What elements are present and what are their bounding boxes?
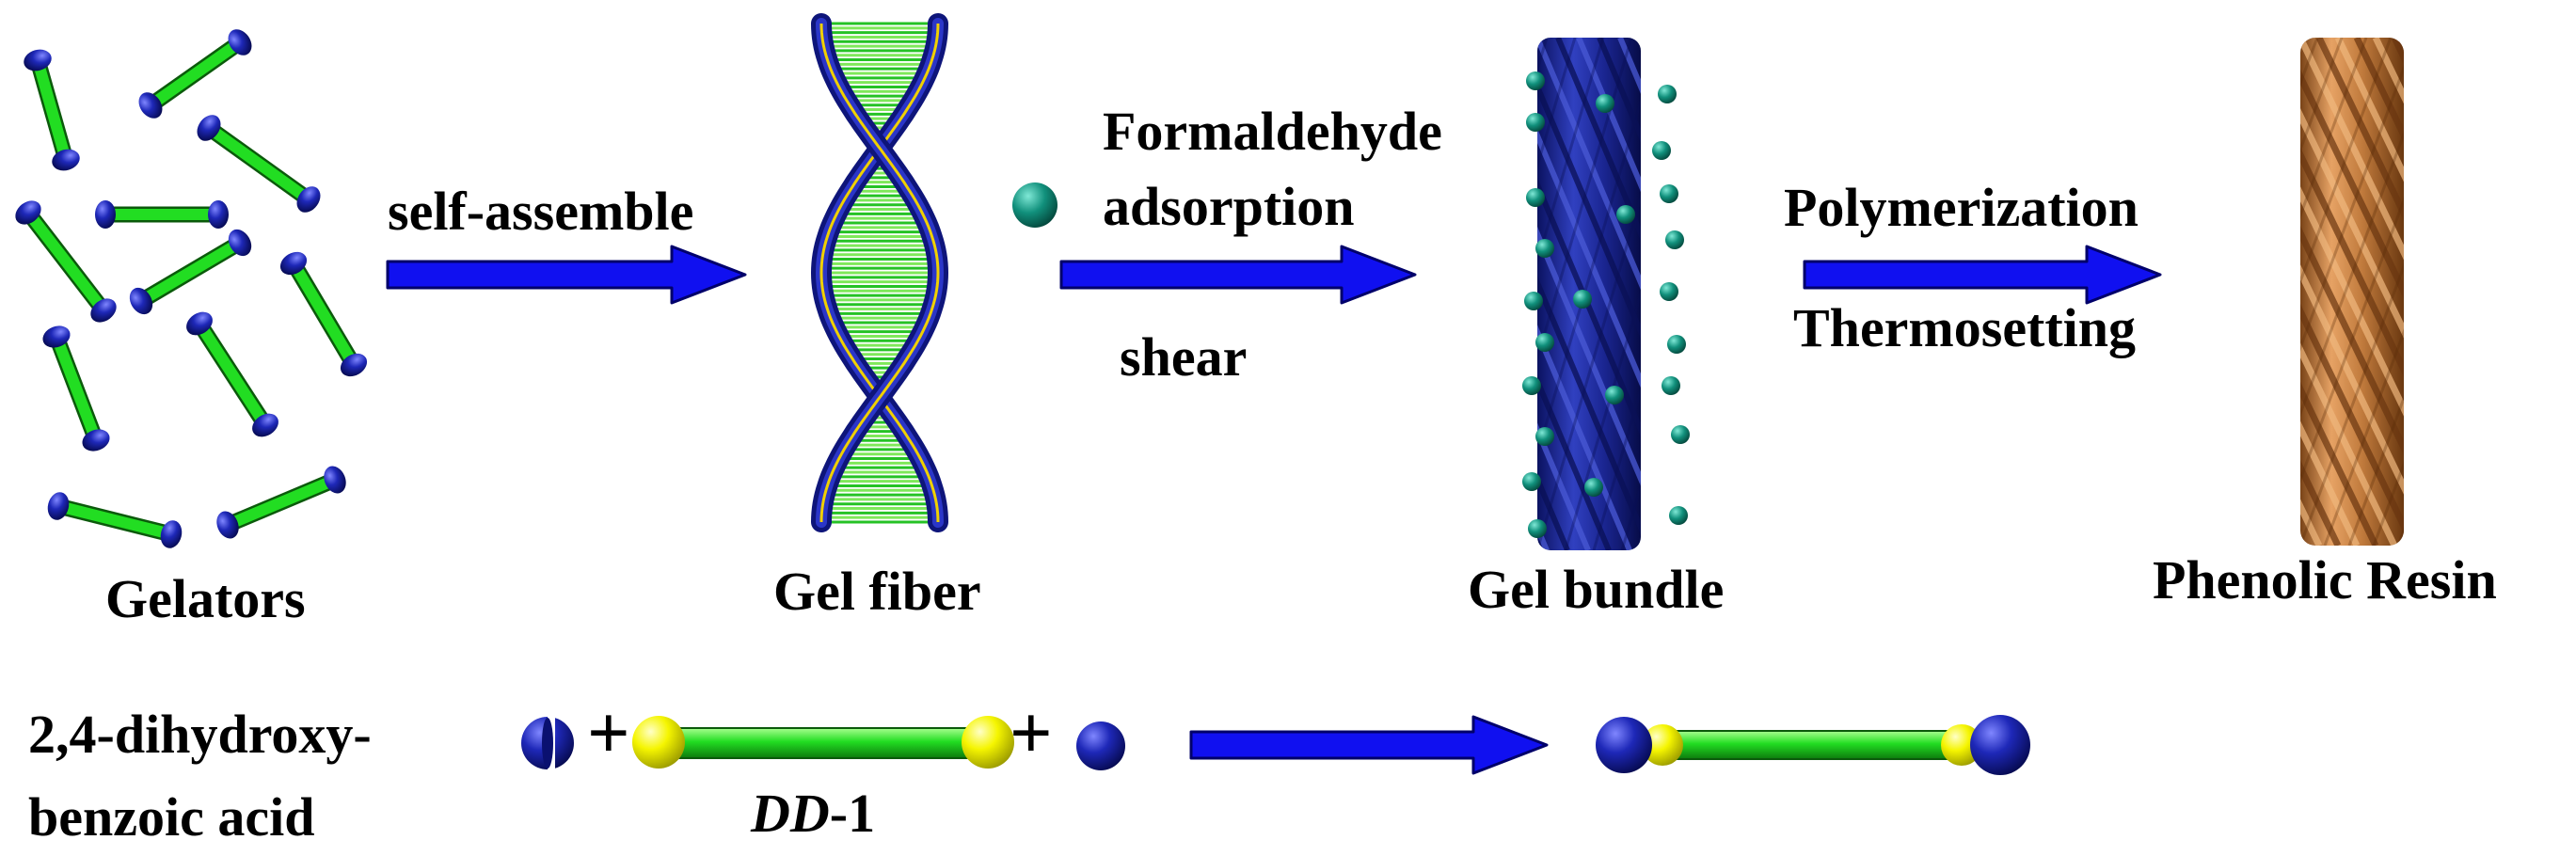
formaldehyde-bead-icon bbox=[1658, 85, 1677, 103]
gelator-rods-group bbox=[15, 29, 368, 548]
gelator-rod-icon bbox=[216, 466, 346, 539]
formaldehyde-bead-icon bbox=[1522, 472, 1541, 491]
gelator-rod-icon bbox=[15, 200, 117, 323]
gelator-rod-icon bbox=[279, 251, 368, 377]
formaldehyde-bead-icon bbox=[1535, 427, 1554, 446]
phenolic-resin-rope-icon bbox=[2300, 38, 2404, 546]
process-arrow-icon bbox=[1059, 245, 1417, 305]
label-reagent-line1: 2,4-dihydroxy- bbox=[28, 704, 372, 765]
formaldehyde-bead-icon bbox=[1526, 188, 1545, 207]
label-gel-bundle: Gel bundle bbox=[1468, 559, 1725, 620]
formaldehyde-bead-icon bbox=[1660, 184, 1678, 203]
gelator-rod-icon bbox=[95, 200, 229, 229]
formaldehyde-bead-icon bbox=[1660, 282, 1678, 301]
product-end-bead-icon bbox=[1970, 715, 2030, 775]
label-formaldehyde: Formaldehyde bbox=[1103, 101, 1442, 162]
formaldehyde-beads-group bbox=[1012, 71, 1690, 538]
formaldehyde-bead-icon bbox=[1535, 239, 1554, 258]
label-gel-fiber: Gel fiber bbox=[773, 561, 981, 622]
gelator-rod-icon bbox=[186, 311, 278, 437]
label-dd1-suffix: -1 bbox=[829, 783, 876, 844]
label-dd1: DD-1 bbox=[751, 786, 875, 841]
label-reagent-line2: benzoic acid bbox=[28, 786, 315, 848]
process-arrows-group bbox=[386, 245, 2162, 775]
label-polymerization: Polymerization bbox=[1784, 177, 2139, 238]
gel-fiber-helix-icon bbox=[810, 13, 949, 532]
formaldehyde-bead-icon bbox=[1528, 519, 1547, 538]
label-shear: shear bbox=[1120, 326, 1248, 388]
gel-bundle-icon bbox=[1537, 38, 1641, 550]
gelator-rod-icon bbox=[47, 492, 183, 548]
gelator-rod-icon bbox=[138, 29, 252, 119]
process-arrow-icon bbox=[1803, 245, 2162, 305]
gelator-rod-icon bbox=[24, 49, 80, 171]
product-cap-icon bbox=[1642, 724, 1683, 766]
process-arrow-icon bbox=[386, 245, 747, 305]
dd1-rod-icon bbox=[658, 727, 989, 759]
process-arrow-icon bbox=[1189, 715, 1549, 775]
formaldehyde-bead-icon bbox=[1524, 292, 1543, 310]
gelator-rod-icon bbox=[129, 229, 252, 315]
formaldehyde-bead-icon bbox=[1605, 386, 1624, 404]
formaldehyde-bead-icon bbox=[1012, 182, 1057, 228]
formaldehyde-bead-icon bbox=[1573, 290, 1592, 309]
formaldehyde-bead-icon bbox=[1652, 141, 1671, 160]
formaldehyde-bead-icon bbox=[1522, 376, 1541, 395]
formaldehyde-bead-icon bbox=[1616, 205, 1635, 224]
formaldehyde-bead-icon bbox=[1667, 335, 1686, 354]
label-adsorption: adsorption bbox=[1103, 176, 1355, 237]
formaldehyde-bead-icon bbox=[1526, 113, 1545, 132]
gelator-rod-icon bbox=[197, 115, 321, 213]
plus-sign: + bbox=[587, 692, 630, 775]
formaldehyde-bead-icon bbox=[1665, 230, 1684, 249]
dd1-cap-icon bbox=[962, 716, 1014, 769]
formaldehyde-bead-icon bbox=[1662, 376, 1680, 395]
formaldehyde-bead-icon bbox=[1671, 425, 1690, 444]
formaldehyde-bead-icon bbox=[1526, 71, 1545, 90]
reaction-equation-art bbox=[521, 715, 2030, 775]
label-gelators: Gelators bbox=[105, 568, 306, 629]
formaldehyde-bead-icon bbox=[1596, 94, 1614, 113]
label-thermosetting: Thermosetting bbox=[1793, 297, 2137, 358]
label-dd1-prefix: DD bbox=[751, 783, 830, 844]
product-end-bead-icon bbox=[1596, 717, 1652, 773]
plus-sign: + bbox=[1010, 692, 1053, 775]
navy-bead-icon bbox=[1076, 721, 1125, 770]
formaldehyde-bead-icon bbox=[1535, 333, 1554, 352]
label-phenolic-resin: Phenolic Resin bbox=[2153, 549, 2497, 610]
gelator-rod-icon bbox=[42, 325, 110, 452]
product-rod-icon bbox=[1657, 730, 1969, 760]
dd1-cap-icon bbox=[632, 716, 685, 769]
formaldehyde-bead-icon bbox=[1584, 478, 1603, 497]
label-self-assemble: self-assemble bbox=[388, 181, 694, 242]
formaldehyde-bead-icon bbox=[1669, 506, 1688, 525]
